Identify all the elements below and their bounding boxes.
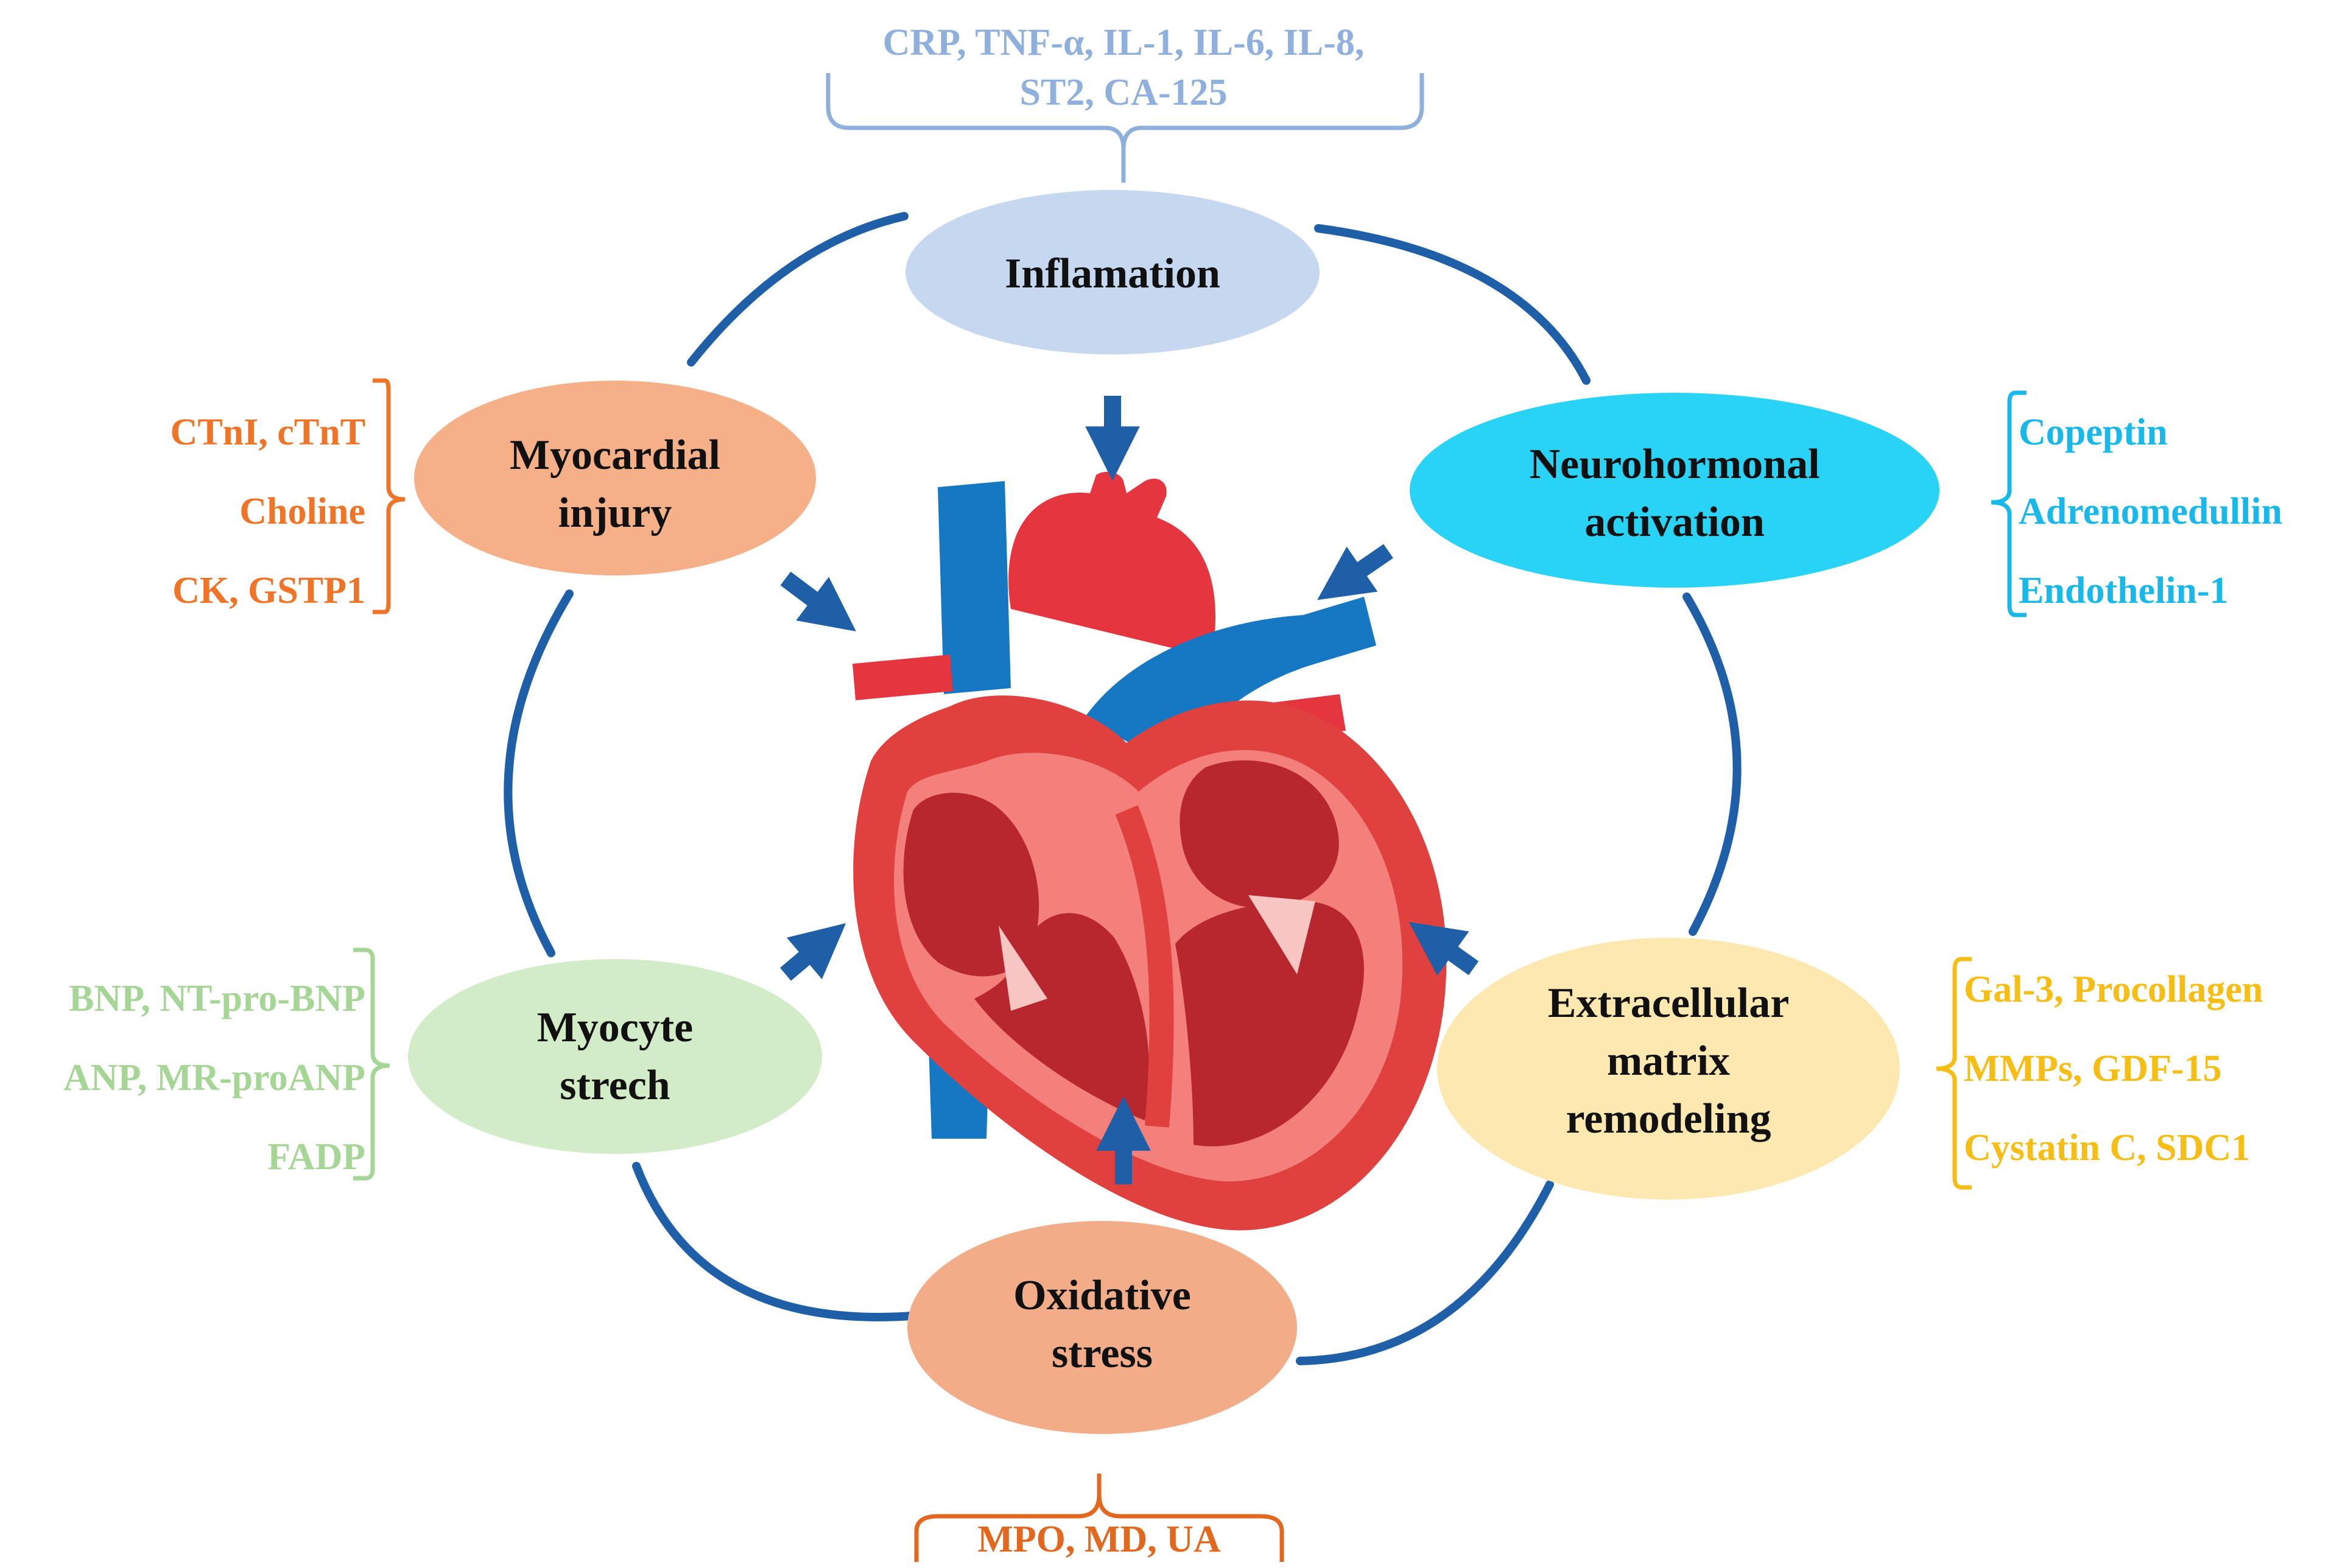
biomarker-ecm-3: Cystatin C, SDC1: [1964, 1127, 2250, 1169]
right-atrium: [903, 792, 1039, 977]
node-stretch-ellipse: [408, 959, 822, 1154]
node-ecm-label-2: matrix: [1607, 1038, 1730, 1085]
biomarkers-stretch: BNP, NT-pro-BNP ANP, MR-proANP FADP: [63, 947, 390, 1181]
pulmonary-vein-left: [853, 655, 953, 700]
node-myocardial-injury: Myocardial injury: [414, 381, 816, 575]
node-ecm-ellipse: [1437, 938, 1900, 1200]
bracket-ecm: [1936, 957, 1972, 1190]
bracket-oxidative: [914, 1474, 1284, 1562]
node-neuro-label-2: activation: [1584, 499, 1765, 546]
biomarker-ecm-1: Gal-3, Procollagen: [1964, 969, 2263, 1010]
cycle-arc-injury-inflammation: [687, 212, 909, 367]
node-inflammation-label: Inflamation: [1005, 250, 1220, 297]
node-stretch-label-2: strech: [560, 1062, 670, 1109]
node-injury-label-2: injury: [558, 490, 672, 536]
arrows: [779, 396, 1479, 1184]
arrow-injury: [780, 571, 856, 631]
arrow-ecm: [1408, 921, 1479, 976]
cycle-arc-inflammation-neuro: [1314, 224, 1591, 385]
biomarker-stretch-3: FADP: [267, 1136, 365, 1178]
biomarker-neuro-3: Endothelin-1: [2019, 570, 2229, 611]
aorta-vessel: [1008, 471, 1215, 658]
biomarker-neuro-2: Adrenomedullin: [2019, 491, 2282, 532]
bracket-inflammation: [826, 73, 1424, 183]
biomarkers-oxidative: MPO, MD, UA: [914, 1474, 1284, 1562]
node-extracellular-matrix-remodeling: Extracellular matrix remodeling: [1437, 938, 1900, 1200]
biomarkers-injury: CTnI, cTnT Choline CK, GSTP1: [171, 378, 406, 614]
biomarkers-ecm: Gal-3, Procollagen MMPs, GDF-15 Cystatin…: [1936, 957, 2263, 1190]
cycle-arc-oxidative-stretch: [632, 1162, 924, 1321]
biomarker-oxidative-1: MPO, MD, UA: [977, 1519, 1221, 1560]
bracket-neuro: [1991, 390, 2027, 617]
biomarker-injury-1: CTnI, cTnT: [171, 412, 365, 453]
cycle-arc-ecm-oxidative: [1296, 1180, 1554, 1365]
biomarkers-neuro: Copeptin Adrenomedullin Endothelin-1: [1991, 390, 2282, 617]
biomarker-stretch-2: ANP, MR-proANP: [63, 1057, 365, 1099]
heart-icon: [853, 471, 1447, 1231]
cycle-ring: [504, 212, 1742, 1365]
biomarker-inflammation-line-1: CRP, TNF-α, IL-1, IL-6, IL-8,: [883, 22, 1365, 63]
biomarkers-inflammation: CRP, TNF-α, IL-1, IL-6, IL-8, ST2, CA-12…: [826, 22, 1424, 183]
valve-right: [1248, 895, 1315, 974]
bracket-stretch: [353, 947, 390, 1181]
arrow-stretch: [779, 923, 846, 981]
node-oxidative-label-2: stress: [1052, 1330, 1153, 1377]
node-ecm-label-3: remodeling: [1566, 1095, 1771, 1142]
node-inflammation-ellipse: [905, 190, 1320, 354]
valve-left: [999, 926, 1047, 1011]
node-oxidative-label-1: Oxidative: [1013, 1272, 1191, 1319]
biomarker-stretch-1: BNP, NT-pro-BNP: [69, 978, 365, 1019]
septum: [1115, 805, 1174, 1128]
cycle-arc-neuro-ecm: [1682, 592, 1742, 936]
biomarker-inflammation-line-2: ST2, CA-125: [1019, 72, 1227, 113]
node-neuro-label-1: Neurohormonal: [1529, 441, 1819, 488]
biomarker-injury-3: CK, GSTP1: [172, 570, 365, 611]
node-myocyte-stretch: Myocyte strech: [408, 959, 822, 1154]
cycle-arc-stretch-injury: [504, 589, 574, 957]
biomarker-ecm-2: MMPs, GDF-15: [1964, 1048, 2222, 1089]
biomarker-neuro-1: Copeptin: [2019, 412, 2168, 453]
node-inflammation: Inflamation: [905, 190, 1320, 354]
node-injury-ellipse: [414, 381, 816, 575]
arrow-neuro: [1317, 544, 1393, 600]
node-ecm-label-1: Extracellular: [1548, 980, 1790, 1027]
node-oxidative-stress: Oxidative stress: [907, 1221, 1297, 1434]
biomarker-injury-2: Choline: [239, 491, 365, 532]
node-oxidative-ellipse: [907, 1221, 1297, 1434]
node-injury-label-1: Myocardial: [510, 432, 720, 479]
bracket-injury: [373, 378, 406, 614]
node-stretch-label-1: Myocyte: [537, 1004, 694, 1051]
superior-vena-cava: [938, 481, 1011, 694]
node-neurohormonal-activation: Neurohormonal activation: [1410, 393, 1939, 588]
left-atrium: [1180, 760, 1339, 909]
left-ventricle: [1175, 901, 1364, 1147]
node-neuro-ellipse: [1410, 393, 1939, 588]
